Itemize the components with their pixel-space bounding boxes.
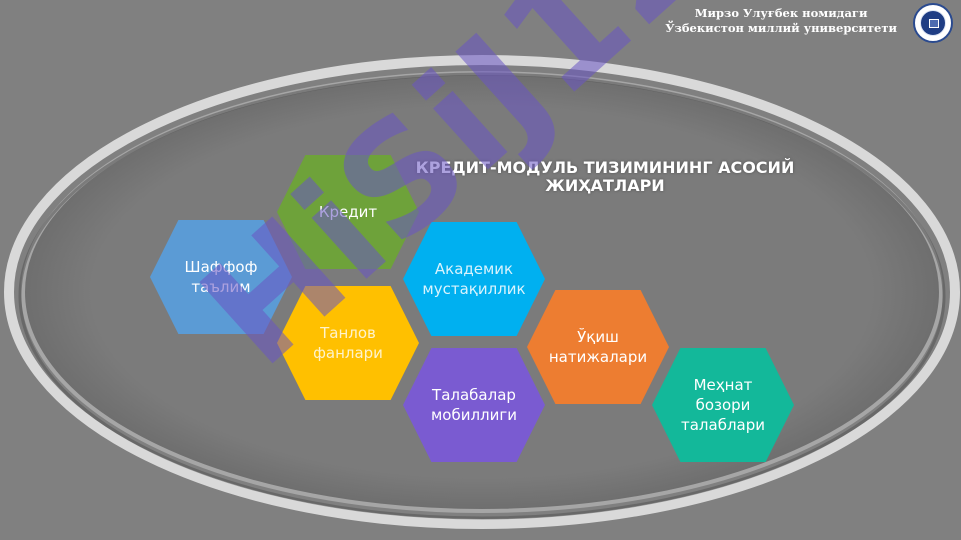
hex-credit: Кредит: [277, 155, 419, 269]
slide-title: КРЕДИТ-МОДУЛЬ ТИЗИМИНИНГ АСОСИЙ ЖИҲАТЛАР…: [415, 158, 795, 195]
hex-label: Танлов фанлари: [313, 324, 383, 362]
hex-labor-market-requirements: Меҳнат бозори талаблари: [652, 348, 794, 462]
hex-label: Меҳнат бозори талаблари: [680, 376, 765, 434]
hex-label: Ўқиш натижалари: [548, 328, 648, 366]
hex-elective-subjects: Танлов фанлари: [277, 286, 419, 400]
hex-student-mobility: Талабалар мобиллиги: [403, 348, 545, 462]
university-name-line1: Мирзо Улуғбек номидаги: [694, 6, 868, 20]
university-name-line2: Ўзбекистон миллий университети: [665, 21, 897, 35]
hex-academic-independence: Академик мустақиллик: [403, 222, 545, 336]
hex-learning-outcomes: Ўқиш натижалари: [527, 290, 669, 404]
hex-label: Талабалар мобиллиги: [430, 386, 518, 424]
hex-label: Академик мустақиллик: [422, 260, 526, 298]
hex-transparent-education: Шаффоф таълим: [150, 220, 292, 334]
hex-label: Шаффоф таълим: [184, 258, 258, 296]
university-header: Мирзо Улуғбек номидаги Ўзбекистон миллий…: [665, 6, 897, 36]
hex-label: Кредит: [318, 203, 378, 221]
university-seal-icon: [913, 3, 953, 43]
